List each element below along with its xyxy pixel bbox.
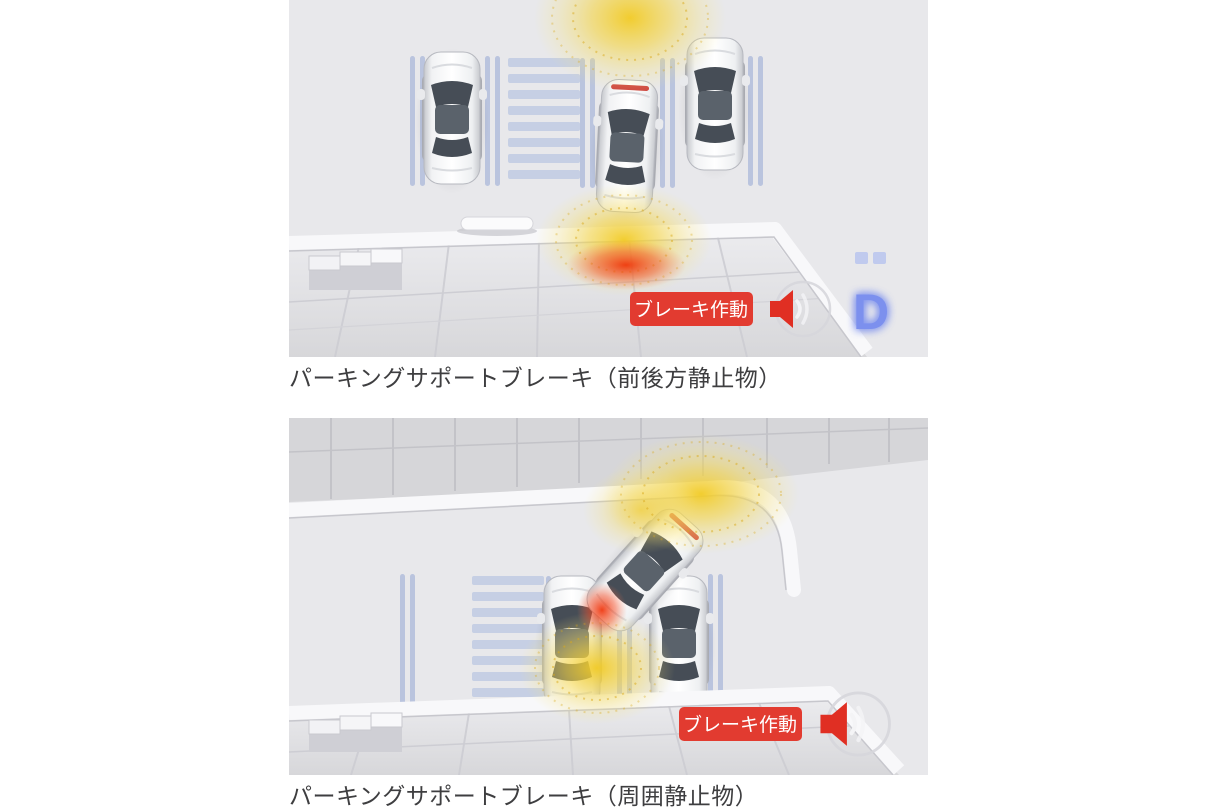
collision-warning-glow bbox=[577, 583, 627, 637]
illustration-surroundings: ブレーキ作動 bbox=[289, 418, 928, 775]
gear-segment bbox=[873, 252, 886, 264]
gear-indicator-letter: D bbox=[853, 284, 889, 340]
steps bbox=[308, 248, 403, 290]
steps bbox=[308, 712, 403, 752]
brake-badge-label: ブレーキ作動 bbox=[683, 713, 797, 736]
parking-stopper bbox=[457, 216, 537, 236]
gear-indicator: D bbox=[853, 252, 889, 340]
sensor-wave-front bbox=[583, 434, 799, 554]
illustration-front-rear: ブレーキ作動 D bbox=[289, 0, 928, 357]
parked-car-left bbox=[414, 47, 490, 195]
caption-front-rear: パーキングサポートブレーキ（前後方静止物） bbox=[289, 365, 782, 391]
wall bbox=[289, 216, 873, 357]
gear-segment bbox=[855, 252, 868, 264]
collision-warning-glow bbox=[566, 240, 686, 290]
sensor-wave-rear bbox=[519, 612, 675, 724]
brake-badge: ブレーキ作動 bbox=[630, 292, 753, 326]
brake-badge-label: ブレーキ作動 bbox=[634, 298, 748, 321]
caption-surroundings: パーキングサポートブレーキ（周囲静止物） bbox=[289, 783, 759, 809]
brake-badge: ブレーキ作動 bbox=[679, 707, 802, 741]
sensor-wave-front bbox=[534, 0, 726, 92]
